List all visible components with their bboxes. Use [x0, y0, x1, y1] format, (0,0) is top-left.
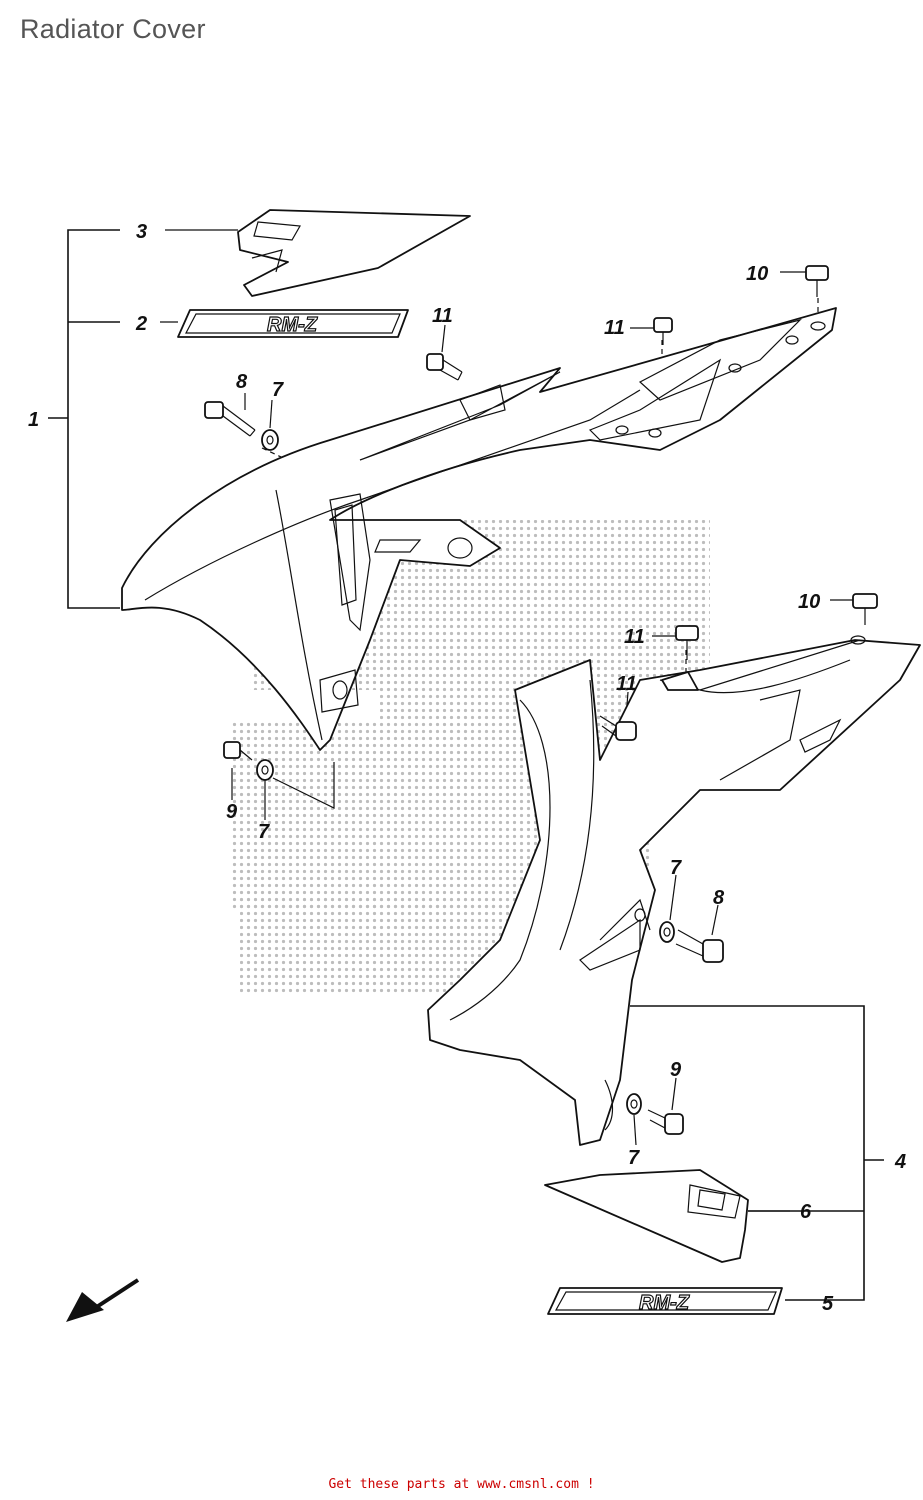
bolt-11-upper — [426, 353, 463, 381]
washer-7-upper — [261, 429, 279, 451]
part-6-pad-lower — [544, 1169, 749, 1263]
callout-9-left: 9 — [226, 801, 238, 823]
callout-11-upper: 11 — [432, 305, 453, 327]
callout-7-left: 7 — [258, 821, 270, 843]
bolt-9-left — [223, 741, 253, 761]
callout-8-upper: 8 — [236, 371, 248, 393]
group-bracket-right — [630, 1005, 884, 1301]
callout-7-lower: 7 — [628, 1147, 640, 1169]
bolt-9-lower — [647, 1109, 684, 1135]
washer-7-left — [256, 759, 274, 781]
callout-7-right: 7 — [670, 857, 682, 879]
callout-7-upper: 7 — [272, 379, 284, 401]
bolt-10-upper — [805, 265, 829, 297]
callout-labels: 1 2 3 4 5 6 7 7 7 7 8 8 9 9 10 10 11 11 … — [28, 221, 906, 1315]
bolt-11-upper-right — [653, 317, 673, 345]
callout-1: 1 — [28, 409, 39, 431]
callout-11-lower-right: 11 — [624, 626, 645, 648]
callout-11-lower: 11 — [616, 673, 637, 695]
washer-7-lower — [626, 1093, 642, 1115]
callout-10-upper: 10 — [746, 263, 768, 285]
callout-5: 5 — [822, 1293, 834, 1315]
part-3-pad-upper — [237, 209, 471, 297]
bolt-11-lower — [599, 715, 637, 741]
bolt-8-lower — [675, 929, 724, 963]
leader-lines — [160, 229, 858, 1212]
front-direction-arrow-icon — [66, 1278, 140, 1322]
callout-2: 2 — [135, 313, 147, 335]
page-title: Radiator Cover — [20, 14, 206, 44]
callout-3: 3 — [136, 221, 147, 243]
callout-6: 6 — [800, 1201, 812, 1223]
part-1-cover-left — [121, 307, 837, 751]
emblem-text-lower: RM-Z — [639, 1292, 690, 1314]
bolt-10-lower — [852, 593, 878, 625]
bolt-8-upper — [204, 401, 256, 437]
part-5-emblem-lower: RM-Z — [547, 1287, 783, 1315]
emblem-text-upper: RM-Z — [267, 314, 318, 336]
callout-4: 4 — [894, 1151, 906, 1173]
washer-7-lower-upper — [659, 921, 675, 943]
part-2-emblem-upper: RM-Z — [177, 309, 409, 338]
group-bracket-left — [48, 229, 120, 609]
callout-9-lower: 9 — [670, 1059, 682, 1081]
part-4-cover-right — [427, 635, 921, 1146]
footer-link[interactable]: Get these parts at www.cmsnl.com ! — [328, 1477, 595, 1492]
callout-8-lower: 8 — [713, 887, 725, 909]
callout-10-lower: 10 — [798, 591, 820, 613]
callout-11-upper-right: 11 — [604, 317, 625, 339]
bolt-11-lower-right — [675, 625, 699, 660]
